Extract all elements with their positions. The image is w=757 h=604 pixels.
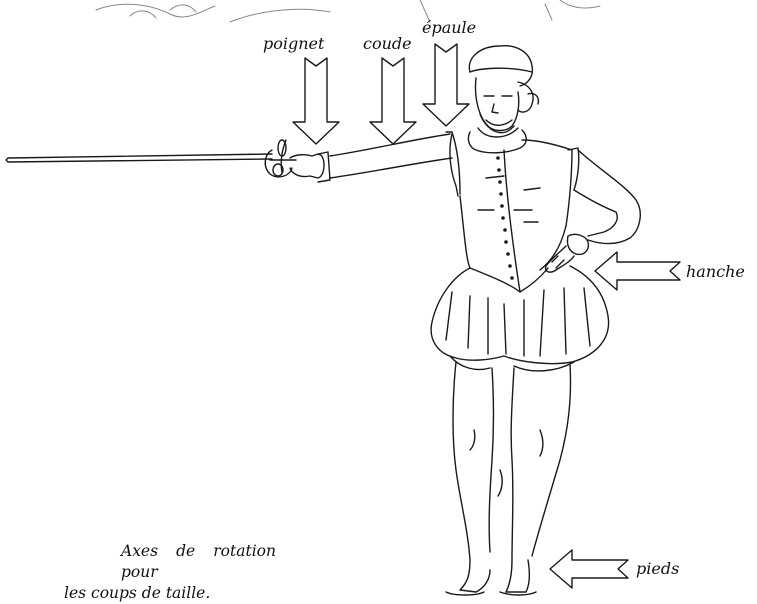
sword-arm <box>290 134 452 182</box>
feet-arrow <box>550 550 628 588</box>
feet-label: pieds <box>636 559 679 578</box>
background-sketch <box>96 0 600 22</box>
hip-label: hanche <box>686 262 745 281</box>
shoulder-arrow <box>423 44 469 126</box>
elbow-label: coude <box>363 34 412 53</box>
head <box>469 46 538 137</box>
shoulder-label: épaule <box>422 18 476 37</box>
legs <box>446 362 571 595</box>
trunk-hose <box>431 266 608 371</box>
elbow-arrow <box>370 58 416 144</box>
caption: Axes de rotation pour les coups de taill… <box>64 541 276 604</box>
hip-arrow <box>595 252 680 290</box>
hip-arm <box>546 150 641 272</box>
wrist-label: poignet <box>263 34 324 53</box>
caption-line-2: les coups de taille. <box>64 583 276 604</box>
wrist-arrow <box>293 58 339 144</box>
sword <box>6 140 296 177</box>
caption-line-1: Axes de rotation pour <box>64 541 276 583</box>
